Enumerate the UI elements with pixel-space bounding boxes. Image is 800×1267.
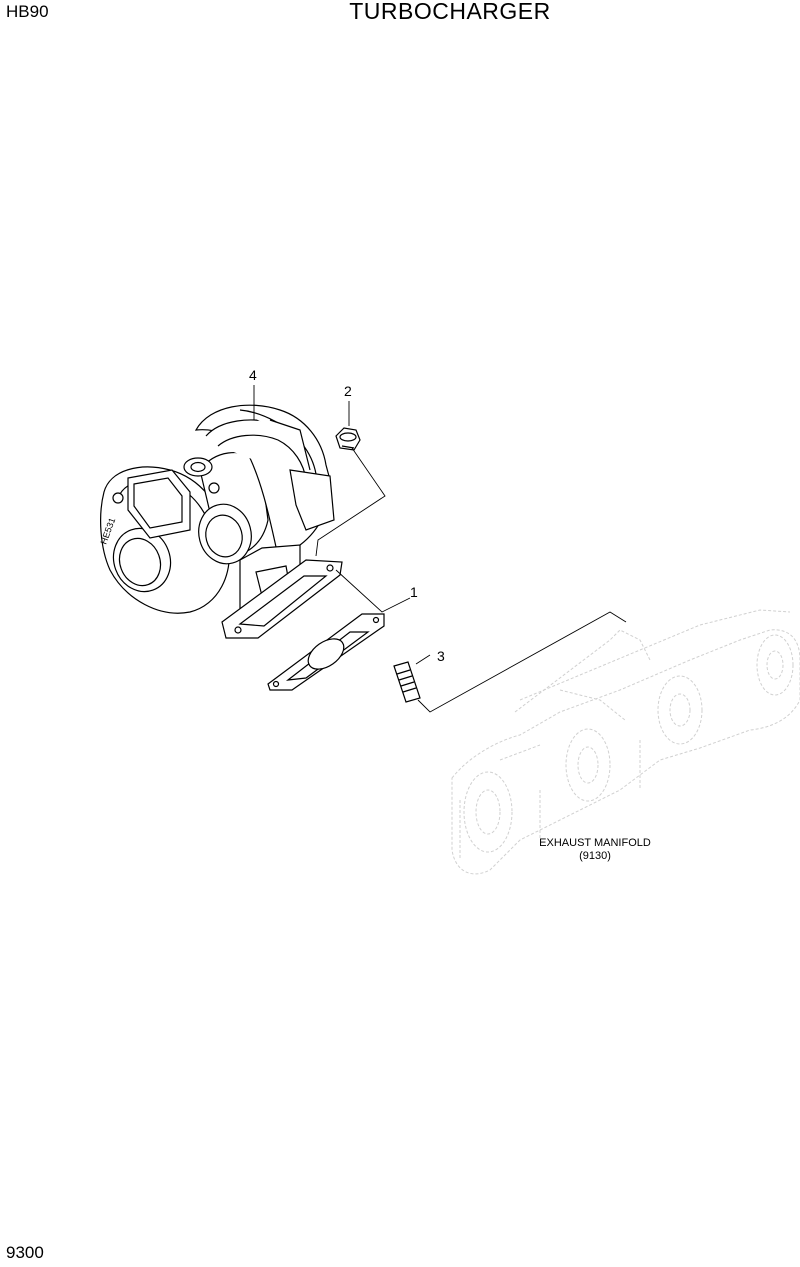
page-title: TURBOCHARGER xyxy=(349,0,551,24)
reference-part-code: (9130) xyxy=(579,850,611,862)
callout-4: 4 xyxy=(249,367,257,383)
model-code: HB90 xyxy=(6,2,49,21)
callout-1: 1 xyxy=(410,584,418,600)
exhaust-manifold-phantom xyxy=(451,609,800,875)
turbocharger-part: HE531 xyxy=(98,404,343,639)
reference-part-name: EXHAUST MANIFOLD xyxy=(539,837,651,849)
callout-2: 2 xyxy=(344,383,352,399)
page-number: 9300 xyxy=(6,1243,44,1262)
gasket-part xyxy=(267,613,385,691)
leader-lines xyxy=(253,385,627,713)
stud-part xyxy=(393,661,421,703)
nut-part xyxy=(335,427,361,451)
callout-3: 3 xyxy=(437,648,445,664)
